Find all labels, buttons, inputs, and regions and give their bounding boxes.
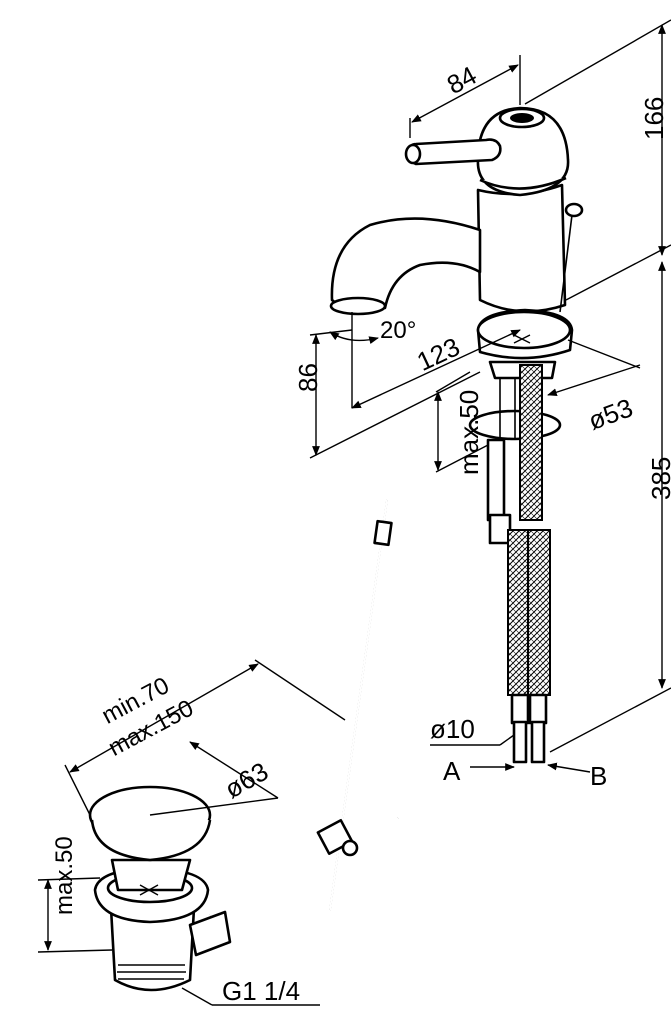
dim-waste-diameter: ø63 — [219, 756, 273, 804]
faucet-dimensions: 84 166 20° 123 86 max.50 ø53 385 ø1 — [293, 19, 671, 791]
dim-base-diameter: ø53 — [584, 392, 636, 436]
pop-up-waste-drawing — [88, 785, 232, 992]
connection-a-label: A — [443, 756, 461, 786]
dim-waste-thread: G1 1/4 — [222, 976, 300, 1006]
dim-top-height: 166 — [639, 97, 669, 140]
dim-hose-length: 385 — [646, 457, 671, 500]
dim-spout-angle: 20° — [380, 317, 416, 344]
dim-handle-width: 84 — [442, 60, 482, 100]
dim-spout-reach: 123 — [412, 331, 464, 377]
dim-spout-height: 86 — [293, 363, 323, 392]
dim-waste-height: max.50 — [51, 836, 78, 915]
dim-deck-thickness: max.50 — [454, 390, 484, 475]
pop-up-rod-drawing — [208, 499, 400, 918]
connection-b-label: B — [590, 761, 607, 791]
dim-hose-diameter: ø10 — [430, 714, 475, 744]
faucet-drawing — [329, 106, 584, 764]
